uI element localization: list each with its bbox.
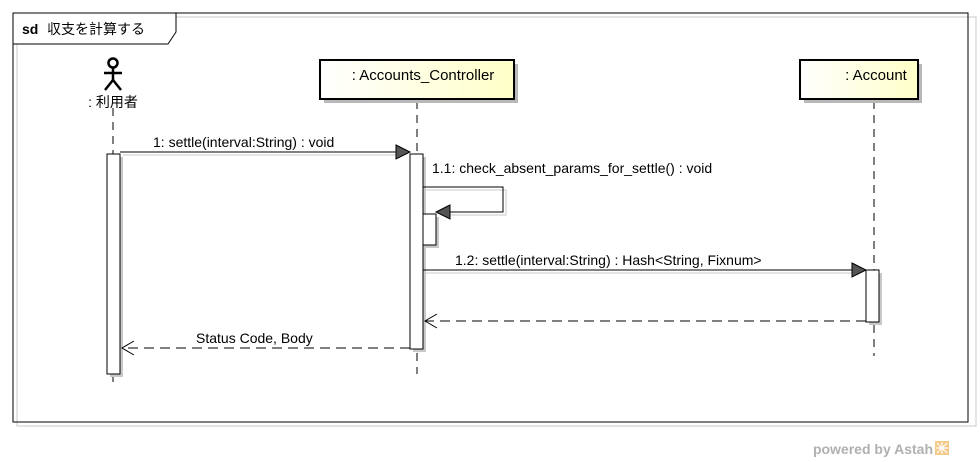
controller-lifeline-box [319,59,515,100]
astah-logo-icon [935,441,949,455]
self-activation-bar [422,213,437,246]
user-actor-icon [104,57,122,91]
message-1-2-label: 1.2: settle(interval:String) : Hash<Stri… [455,252,762,268]
message-1-1-label: 1.1: check_absent_params_for_settle() : … [432,160,712,176]
account-activation-bar [865,269,880,323]
frame-shadow [16,16,977,427]
controller-activation-bar [409,153,424,350]
message-1-1-shadow [426,189,507,216]
reply-1-arrowhead [121,340,135,356]
user-activation-bar [106,153,121,375]
reply-1-label: Status Code, Body [196,330,313,346]
message-1-arrowhead [395,144,412,160]
frame-tab [12,12,177,45]
message-1-label: 1: settle(interval:String) : void [153,134,334,150]
controller-lifeline-label: : Accounts_Controller [352,67,495,84]
account-lifeline-label: : Account [845,67,908,84]
reply-1-2-arrowhead [424,313,438,329]
diagram-frame [12,12,969,423]
user-actor-label: : 利用者 [88,94,138,110]
frame-title: 収支を計算する [47,21,145,37]
message-1-1-line [423,186,504,213]
message-1-2-arrowhead [851,262,868,278]
message-1-1-arrowhead [434,204,451,220]
account-lifeline-box [799,59,919,100]
astah-watermark: powered by Astah [813,441,933,457]
frame-keyword: sd [22,21,38,37]
